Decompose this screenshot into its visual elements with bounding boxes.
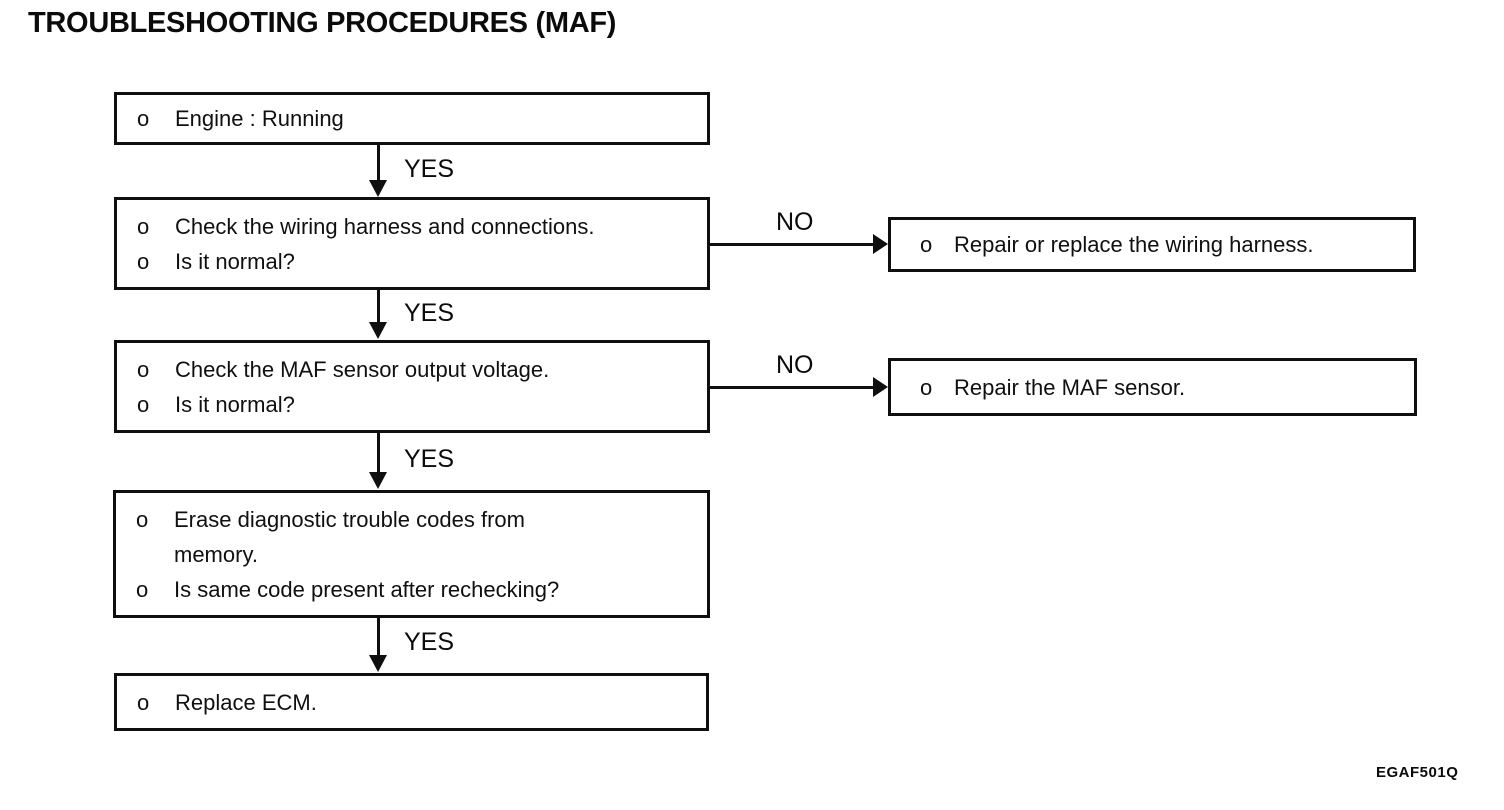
flow-connector-right-1 xyxy=(710,243,876,246)
flow-step-line: o Engine : Running xyxy=(137,101,707,136)
bullet-marker: o xyxy=(136,576,149,602)
flow-connector-down-1 xyxy=(377,145,380,183)
flow-step-line: o Is it normal? xyxy=(137,387,707,422)
flow-step-line: o Repair the MAF sensor. xyxy=(920,370,1414,405)
bullet-marker: o xyxy=(137,106,150,131)
no-label-2: NO xyxy=(776,351,814,379)
flow-step-repair-wiring-harness: o Repair or replace the wiring harness. xyxy=(888,217,1416,272)
arrow-down-icon xyxy=(369,322,387,339)
bullet-marker: o xyxy=(136,506,149,532)
flow-step-text: Is it normal? xyxy=(175,391,295,417)
flow-step-text: Check the MAF sensor output voltage. xyxy=(175,356,550,382)
flow-step-text: Check the wiring harness and connections… xyxy=(175,213,595,239)
bullet-marker: o xyxy=(137,248,150,274)
flow-step-text: Is same code present after rechecking? xyxy=(174,576,560,602)
flow-step-check-wiring-harness: o Check the wiring harness and connectio… xyxy=(114,197,710,290)
flow-step-line: o Check the wiring harness and connectio… xyxy=(137,209,707,244)
flow-step-replace-ecm: o Replace ECM. xyxy=(114,673,709,731)
yes-label-3: YES xyxy=(404,445,455,473)
bullet-marker: o xyxy=(137,689,150,715)
bullet-marker: o xyxy=(137,213,150,239)
flow-step-line: o Erase diagnostic trouble codes from xyxy=(136,502,707,537)
yes-label-2: YES xyxy=(404,299,455,327)
flow-step-erase-codes: o Erase diagnostic trouble codes from me… xyxy=(113,490,710,618)
flow-step-line: o Replace ECM. xyxy=(137,685,706,720)
arrow-down-icon xyxy=(369,655,387,672)
flow-step-text: memory. xyxy=(174,541,258,567)
flow-step-line: o Check the MAF sensor output voltage. xyxy=(137,352,707,387)
flow-step-repair-maf-sensor: o Repair the MAF sensor. xyxy=(888,358,1417,416)
arrow-down-icon xyxy=(369,180,387,197)
flow-connector-down-3 xyxy=(377,433,380,474)
no-label-1: NO xyxy=(776,208,814,236)
flow-step-line: memory. xyxy=(136,537,707,572)
flow-connector-down-2 xyxy=(377,290,380,324)
bullet-marker: o xyxy=(137,391,150,417)
flow-step-line: o Repair or replace the wiring harness. xyxy=(920,227,1413,262)
yes-label-1: YES xyxy=(404,155,455,183)
flow-step-line: o Is it normal? xyxy=(137,244,707,279)
bullet-marker: o xyxy=(920,374,933,400)
flow-step-engine-running: o Engine : Running xyxy=(114,92,710,145)
flow-step-text: Repair the MAF sensor. xyxy=(954,374,1186,400)
bullet-marker: o xyxy=(137,356,150,382)
arrow-right-icon xyxy=(873,234,888,254)
flow-step-text: Erase diagnostic trouble codes from xyxy=(174,506,525,532)
arrow-down-icon xyxy=(369,472,387,489)
flow-step-text: Is it normal? xyxy=(175,248,295,274)
bullet-marker: o xyxy=(920,232,933,257)
flow-connector-right-2 xyxy=(710,386,876,389)
flow-step-text: Engine : Running xyxy=(175,106,344,131)
figure-code: EGAF501Q xyxy=(1376,764,1459,781)
flow-step-text: Replace ECM. xyxy=(175,689,317,715)
yes-label-4: YES xyxy=(404,628,455,656)
page-title: TROUBLESHOOTING PROCEDURES (MAF) xyxy=(28,7,617,39)
flow-connector-down-4 xyxy=(377,618,380,656)
flow-step-text: Repair or replace the wiring harness. xyxy=(954,232,1314,257)
flow-step-check-maf-voltage: o Check the MAF sensor output voltage. o… xyxy=(114,340,710,433)
flow-step-line: o Is same code present after rechecking? xyxy=(136,572,707,607)
arrow-right-icon xyxy=(873,377,888,397)
